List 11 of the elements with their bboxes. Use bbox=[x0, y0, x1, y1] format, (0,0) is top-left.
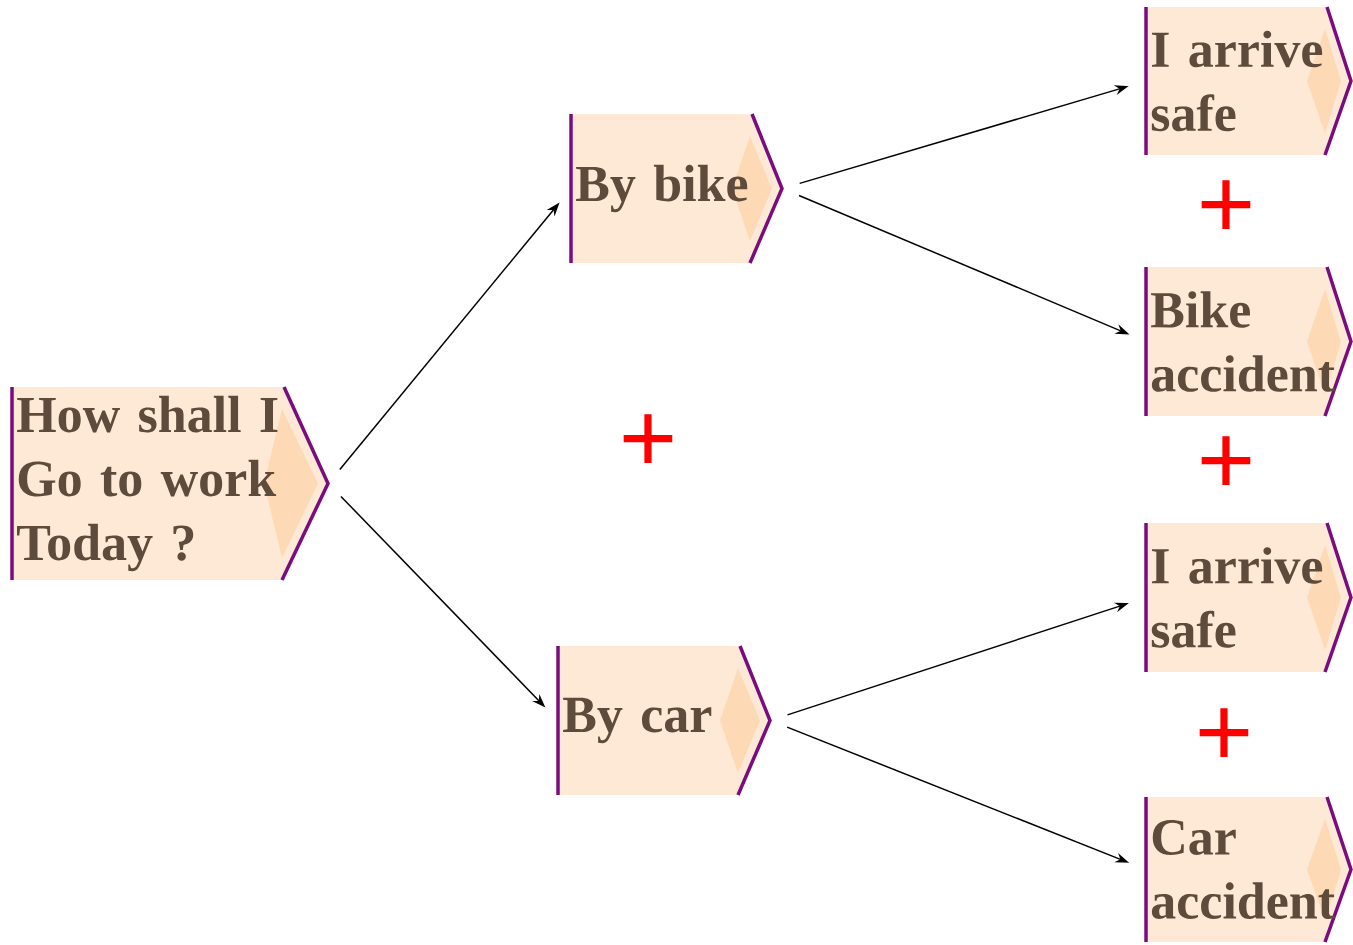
chevron-box: By bike bbox=[569, 113, 784, 264]
chevron-box: I arrive safe bbox=[1144, 522, 1353, 673]
chevron-box: Car accident bbox=[1144, 796, 1353, 943]
chevron-box: Bike accident bbox=[1144, 266, 1353, 417]
plus-sign: + bbox=[1199, 708, 1249, 758]
chevron-box: By car bbox=[556, 645, 772, 796]
plus-sign: + bbox=[1201, 436, 1251, 486]
chevron-box: How shall I Go to work Today ? bbox=[10, 386, 330, 581]
plus-sign: + bbox=[1201, 180, 1251, 230]
chevron-box: I arrive safe bbox=[1144, 6, 1353, 156]
plus-sign: + bbox=[623, 414, 673, 464]
